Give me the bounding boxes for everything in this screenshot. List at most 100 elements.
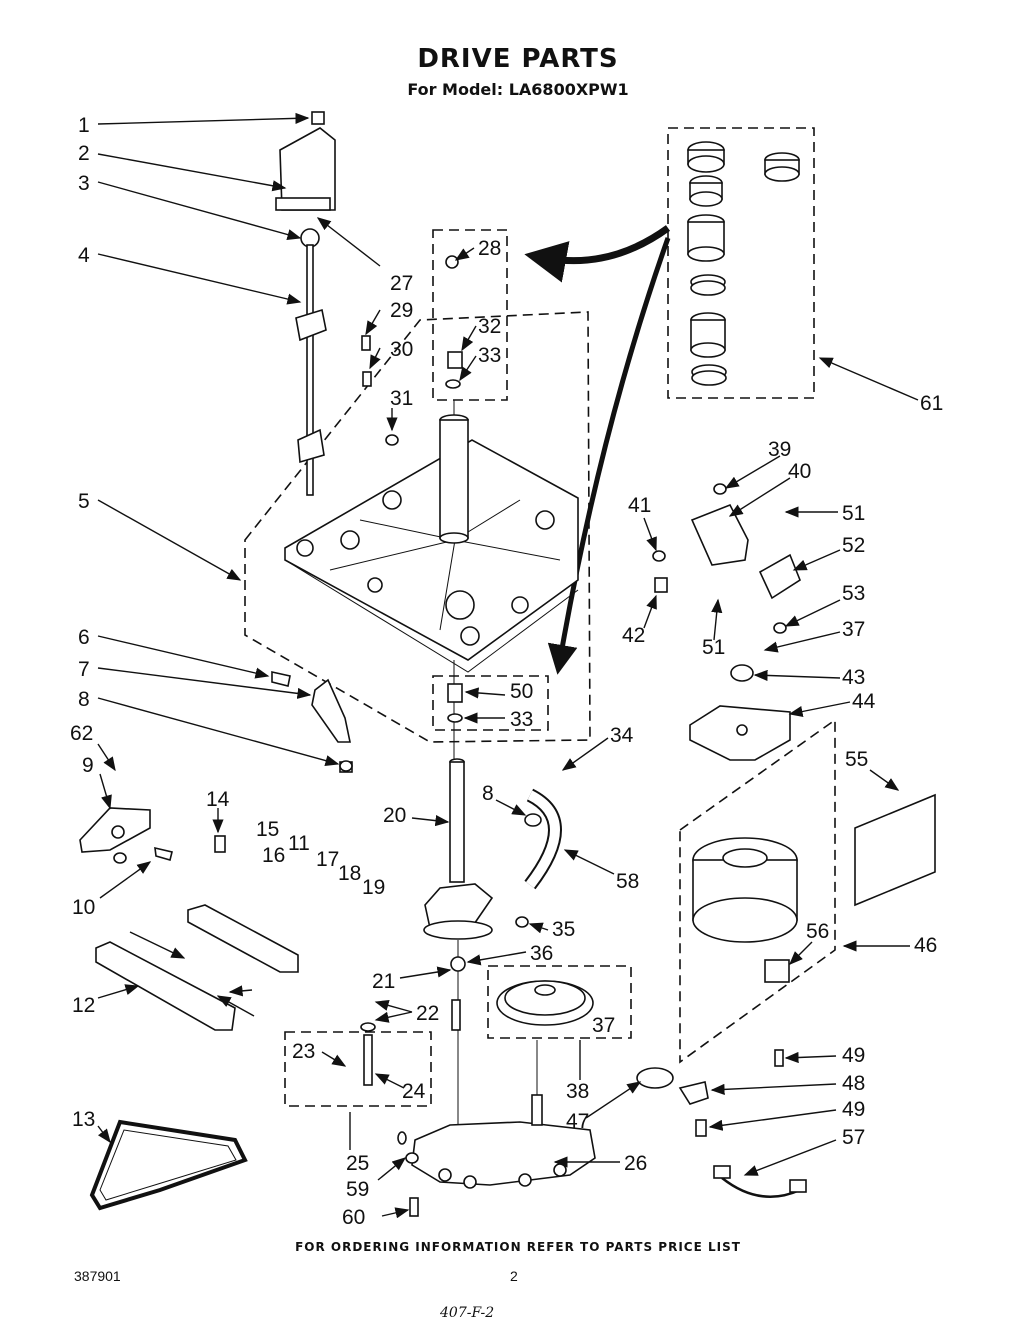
callout-56: 56 [806, 920, 829, 943]
callout-26: 26 [624, 1152, 647, 1175]
group-box-25 [284, 1031, 432, 1107]
callout-17a: 17 [316, 848, 339, 871]
switch-56 [764, 959, 790, 983]
callout-41: 41 [628, 494, 651, 517]
callout-27: 27 [390, 272, 413, 295]
callout-36: 36 [530, 942, 553, 965]
callout-13: 13 [72, 1108, 95, 1131]
callout-19: 19 [362, 876, 385, 899]
callout-48: 48 [842, 1072, 865, 1095]
callout-49b: 49 [842, 1044, 865, 1067]
callout-23: 23 [292, 1040, 315, 1063]
callout-12: 12 [72, 994, 95, 1017]
page-number: 2 [510, 1268, 518, 1284]
clip-52 [758, 553, 801, 600]
callout-20: 20 [383, 804, 406, 827]
bearing-kit-61 [687, 141, 800, 386]
mounting-plate-5 [284, 439, 579, 673]
group-box-38 [487, 965, 632, 1039]
callout-labels: 1 2 3 4 27 28 29 30 31 32 33 5 6 7 8 62 … [70, 114, 943, 1229]
bracket-40 [690, 503, 749, 566]
callout-57: 57 [842, 1126, 865, 1149]
callout-2: 2 [78, 142, 90, 165]
group-box-5 [244, 311, 591, 743]
callout-31: 31 [390, 387, 413, 410]
callout-38: 38 [566, 1080, 589, 1103]
callout-46: 46 [914, 934, 937, 957]
group-box-50-33 [432, 675, 549, 731]
leader-lines [97, 112, 919, 1219]
drive-belt-13 [89, 1119, 248, 1211]
callout-5: 5 [78, 490, 90, 513]
callout-28: 28 [478, 237, 501, 260]
callout-62: 62 [70, 722, 93, 745]
callout-61: 61 [920, 392, 943, 415]
left-rod-assembly [275, 127, 336, 496]
group-box-28-33 [432, 229, 508, 401]
callout-42: 42 [622, 624, 645, 647]
bracket-9 [79, 807, 173, 861]
callout-3: 3 [78, 172, 90, 195]
callout-35: 35 [552, 918, 575, 941]
callout-33b: 33 [510, 708, 533, 731]
callout-9: 9 [82, 754, 94, 777]
callout-24: 24 [402, 1080, 426, 1103]
lever-12 [95, 941, 236, 1031]
callout-52: 52 [842, 534, 865, 557]
motor-46 [692, 837, 798, 943]
callout-51b: 51 [702, 636, 725, 659]
callout-30: 30 [390, 338, 413, 361]
arrow-61-to-50-group [547, 237, 671, 675]
callout-60: 60 [342, 1206, 365, 1229]
callout-29: 29 [390, 299, 413, 322]
group-box-61 [667, 127, 815, 399]
capacitor-47 [636, 1067, 709, 1105]
callout-55: 55 [845, 748, 868, 771]
model-subtitle: For Model: LA6800XPW1 [407, 80, 629, 99]
pulley-38 [496, 980, 594, 1026]
callout-18a: 18 [338, 862, 361, 885]
callout-43: 43 [842, 666, 865, 689]
callout-16: 16 [262, 844, 285, 867]
callout-25: 25 [346, 1152, 369, 1175]
callout-22: 22 [416, 1002, 439, 1025]
callout-44: 44 [852, 690, 876, 713]
group-box-46 [679, 718, 836, 1064]
callout-50: 50 [510, 680, 533, 703]
callout-7: 7 [78, 658, 90, 681]
callout-15: 15 [256, 818, 279, 841]
callout-11a: 11 [288, 832, 310, 855]
callout-6: 6 [78, 626, 90, 649]
callout-33: 33 [478, 344, 501, 367]
callout-59: 59 [346, 1178, 369, 1201]
callout-10: 10 [72, 896, 95, 919]
agitator-shaft [439, 414, 469, 544]
wire-57 [713, 1165, 807, 1198]
callout-21: 21 [372, 970, 395, 993]
callout-51a: 51 [842, 502, 865, 525]
gearcase-26 [411, 999, 596, 1189]
callout-8: 8 [78, 688, 90, 711]
callout-58: 58 [616, 870, 639, 893]
callout-37a: 37 [592, 1014, 615, 1037]
arrow-61-to-28-group [524, 225, 671, 283]
handwritten-note: 407-F-2 [440, 1305, 495, 1321]
page-title: DRIVE PARTS [417, 44, 619, 74]
callout-1: 1 [78, 114, 90, 137]
callout-37b: 37 [842, 618, 865, 641]
document-number: 387901 [74, 1268, 121, 1284]
callout-39: 39 [768, 438, 791, 461]
hose-58 [524, 788, 562, 890]
spin-tube-20 [423, 758, 494, 940]
callout-49a: 49 [842, 1098, 865, 1121]
callout-34: 34 [610, 724, 634, 747]
lever-16 [187, 904, 299, 973]
callout-4: 4 [78, 244, 90, 267]
motor-bracket-44 [689, 705, 791, 761]
small-fasteners [113, 111, 787, 1217]
callout-32: 32 [478, 315, 501, 338]
callout-47: 47 [566, 1110, 589, 1133]
ordering-note: FOR ORDERING INFORMATION REFER TO PARTS … [295, 1240, 741, 1254]
callout-8b: 8 [482, 782, 494, 805]
